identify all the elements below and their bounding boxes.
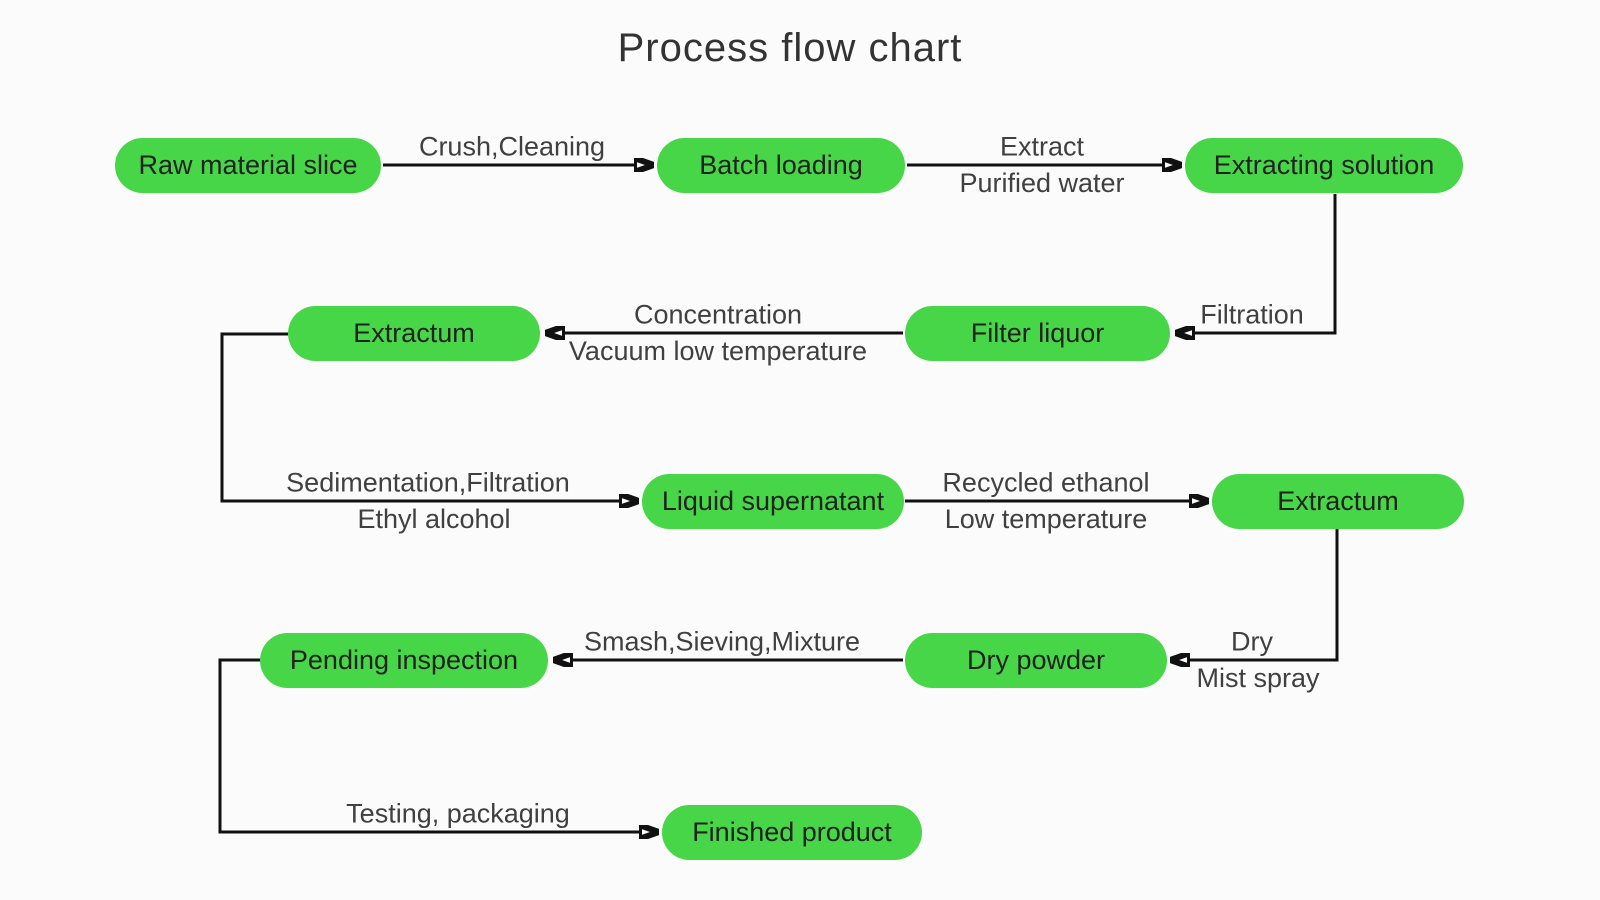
edge-label-purified-water: Purified water xyxy=(959,168,1125,198)
node-liquid-supernatant: Liquid supernatant xyxy=(642,474,904,529)
edge-label-vacuum-low-temperature: Vacuum low temperature xyxy=(568,336,868,366)
edge-label-testing-packaging: Testing, packaging xyxy=(346,798,570,829)
edge-extracting-to-filter xyxy=(1194,194,1337,333)
edge-extractum2-to-dry xyxy=(1189,529,1339,660)
edge-label-sedimentation-filtration: Sedimentation,Filtration xyxy=(286,467,570,498)
node-finished-product: Finished product xyxy=(662,805,922,860)
node-dry-powder: Dry powder xyxy=(905,633,1167,688)
edge-label-smash-sieving-mixture: Smash,Sieving,Mixture xyxy=(583,626,861,657)
edge-label-concentration: Concentration xyxy=(633,299,803,330)
node-raw-material-slice: Raw material slice xyxy=(115,138,381,193)
node-extracting-solution: Extracting solution xyxy=(1185,138,1463,193)
edge-label-recycled-ethanol: Recycled ethanol xyxy=(942,467,1150,498)
edge-label-crush-cleaning: Crush,Cleaning xyxy=(418,131,606,162)
node-pending-inspection: Pending inspection xyxy=(260,633,548,688)
edge-label-ethyl-alcohol: Ethyl alcohol xyxy=(357,504,511,534)
edge-extractum1-to-liquid xyxy=(220,332,620,501)
node-extractum-1: Extractum xyxy=(288,306,540,361)
edge-label-filtration: Filtration xyxy=(1200,299,1304,330)
edge-label-extract: Extract xyxy=(999,131,1085,162)
page-title: Process flow chart xyxy=(617,26,963,70)
node-extractum-2: Extractum xyxy=(1212,474,1464,529)
edge-label-low-temperature: Low temperature xyxy=(944,504,1148,534)
edge-label-mist-spray: Mist spray xyxy=(1196,663,1320,693)
edge-label-dry: Dry xyxy=(1231,626,1273,657)
edge-pending-to-finished xyxy=(218,658,640,832)
node-batch-loading: Batch loading xyxy=(657,138,905,193)
node-filter-liquor: Filter liquor xyxy=(905,306,1170,361)
